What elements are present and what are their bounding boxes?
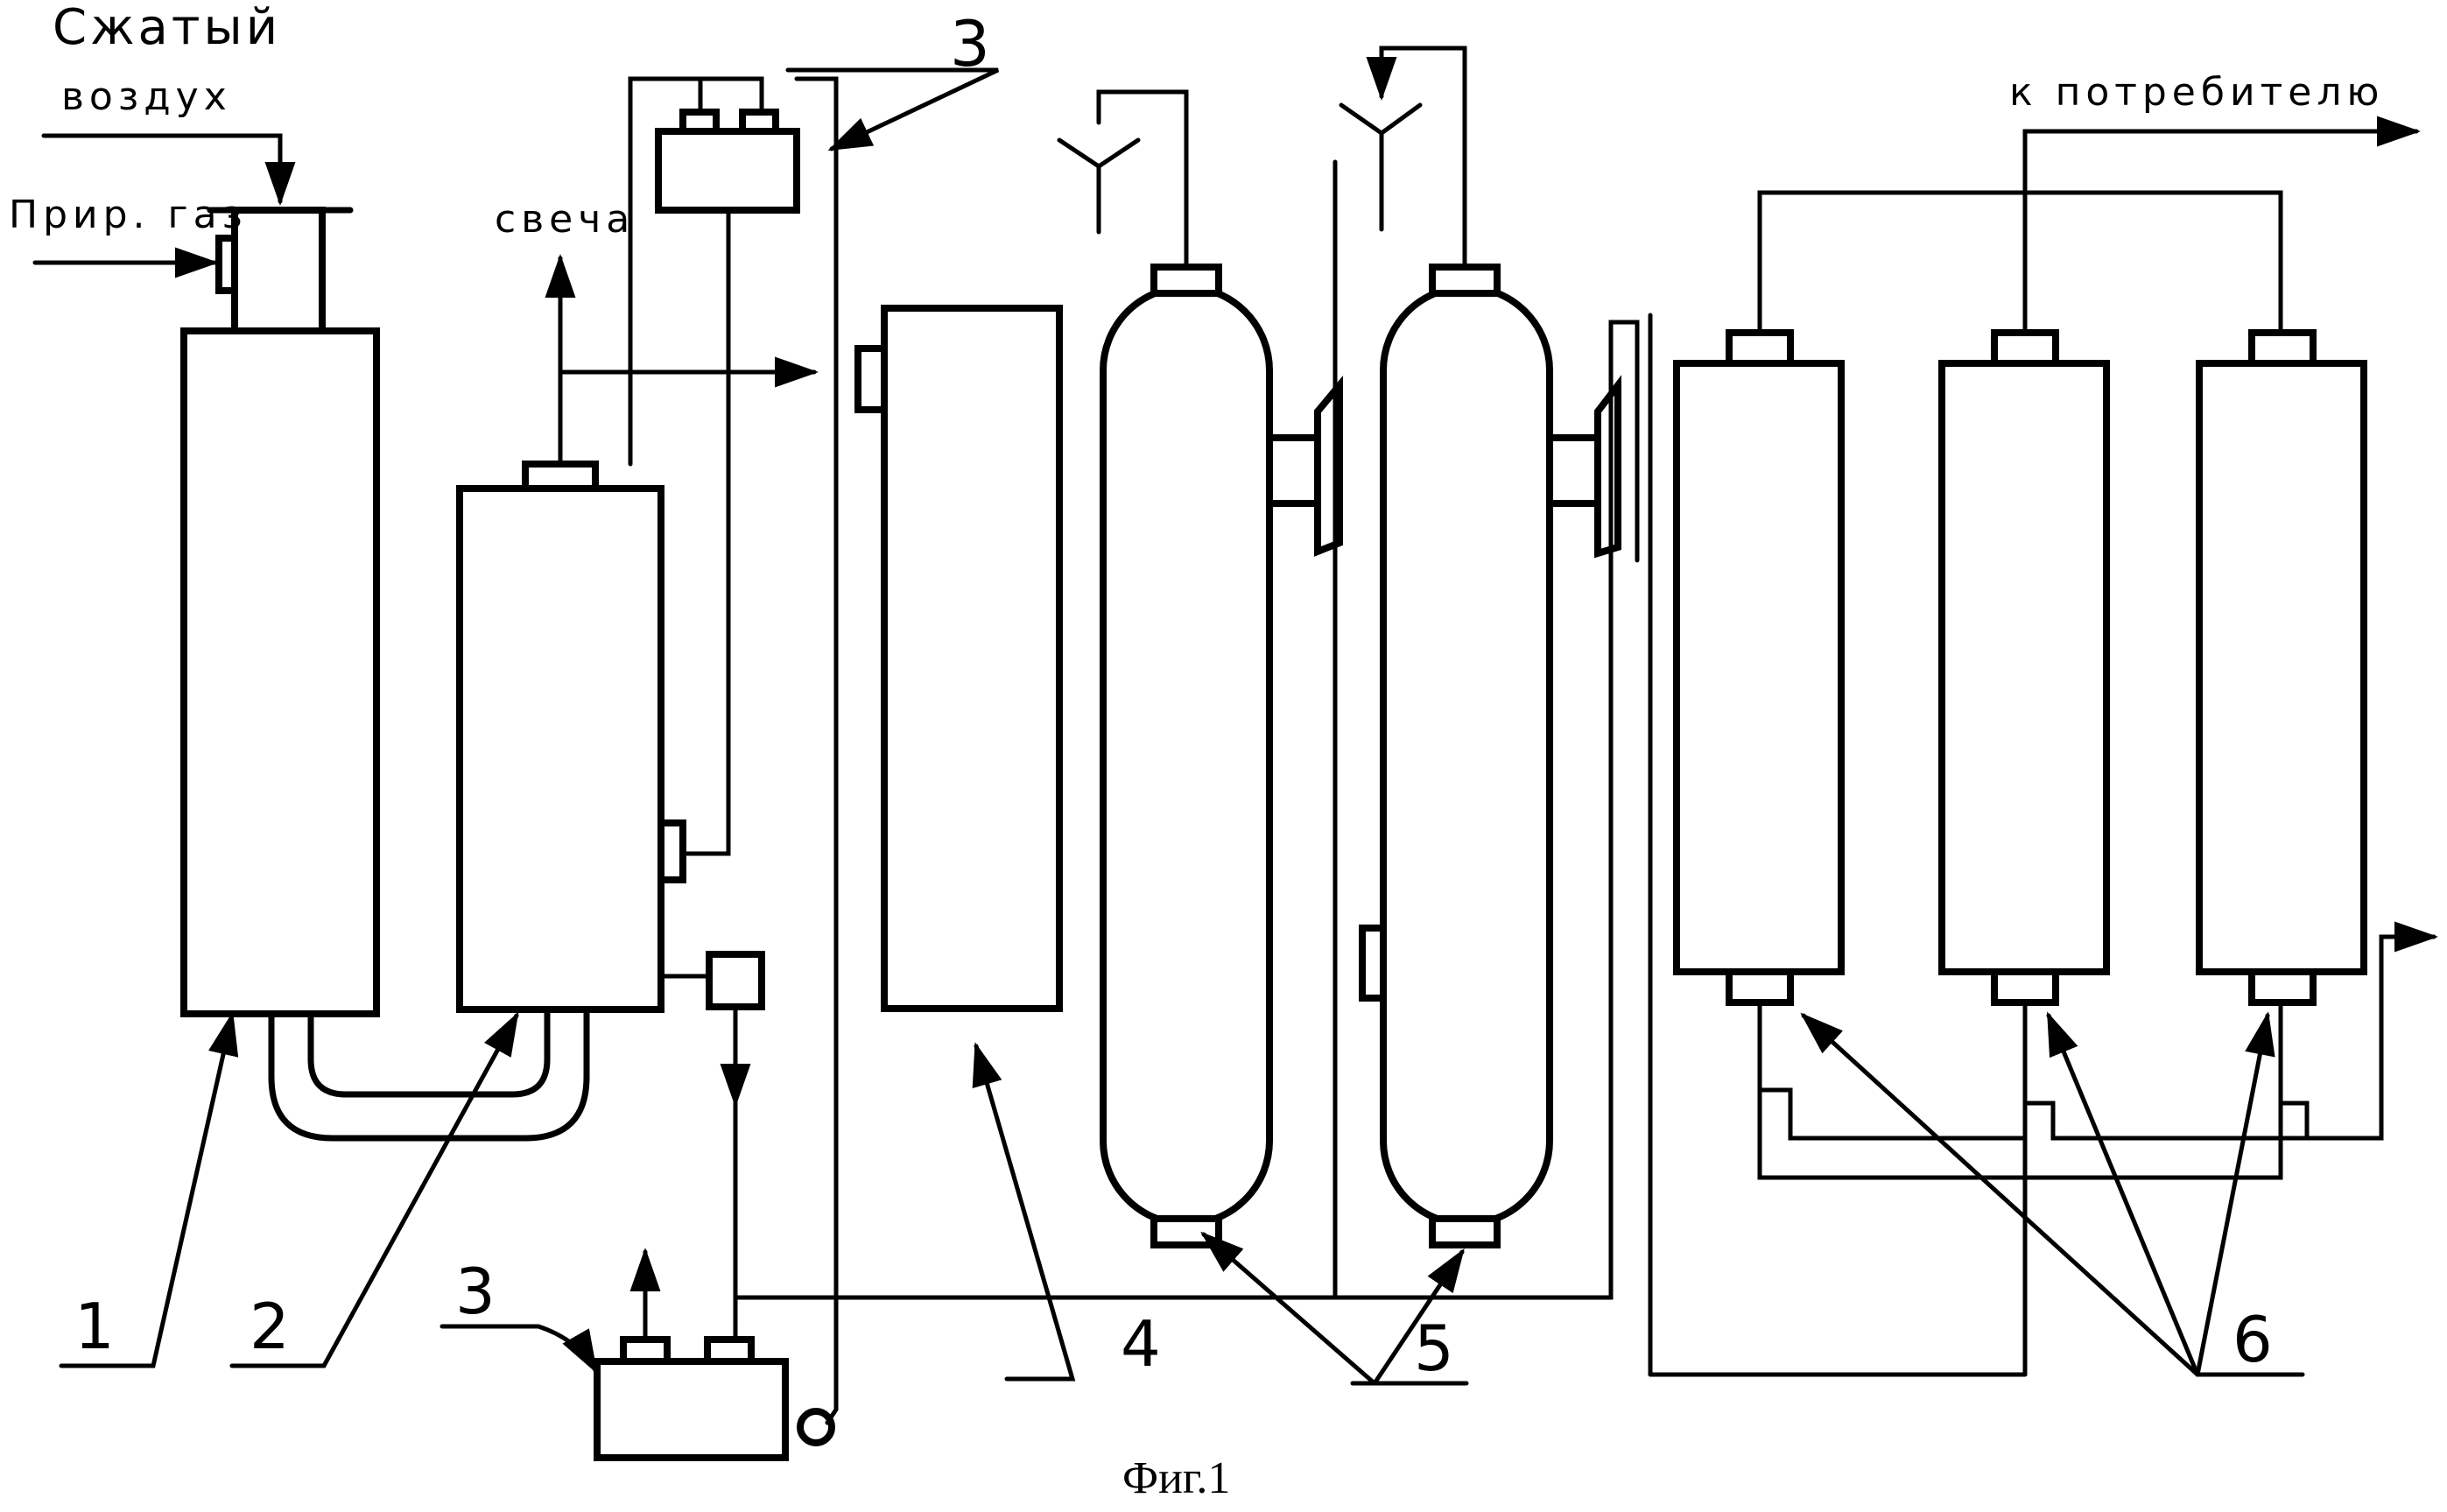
label-to-consumer: к потребителю xyxy=(2009,70,2384,115)
u-tube-connector xyxy=(271,1009,587,1138)
reactor-vessel-1 xyxy=(184,210,376,1014)
number-1: 1 xyxy=(74,1290,115,1363)
number-3-bottom: 3 xyxy=(455,1255,496,1328)
vessel-2 xyxy=(460,464,683,1009)
number-6: 6 xyxy=(2233,1303,2273,1376)
adsorber-6a xyxy=(1677,333,1841,1002)
number-4: 4 xyxy=(1121,1307,1161,1381)
figure-caption: Фиг.1 xyxy=(1122,1453,1230,1503)
column-5b xyxy=(1362,267,1618,1245)
adsorber-6c xyxy=(2199,333,2364,1002)
label-candle: свеча xyxy=(495,197,635,242)
number-5: 5 xyxy=(1414,1312,1454,1385)
label-compressed-air-2: воздух xyxy=(61,74,232,119)
column-5a xyxy=(1103,267,1340,1245)
label-natural-gas: Прир. газ xyxy=(9,193,248,237)
adsorber-6b xyxy=(1942,333,2106,1002)
label-compressed-air: Сжатый xyxy=(53,0,281,56)
separator-3-bottom xyxy=(597,1340,832,1458)
valve-box xyxy=(709,954,762,1007)
vessel-4 xyxy=(884,308,1059,1009)
separator-3-top xyxy=(658,112,797,210)
number-3-top: 3 xyxy=(950,7,990,81)
number-2: 2 xyxy=(250,1290,290,1363)
vessel-4-nozzle xyxy=(858,348,884,410)
